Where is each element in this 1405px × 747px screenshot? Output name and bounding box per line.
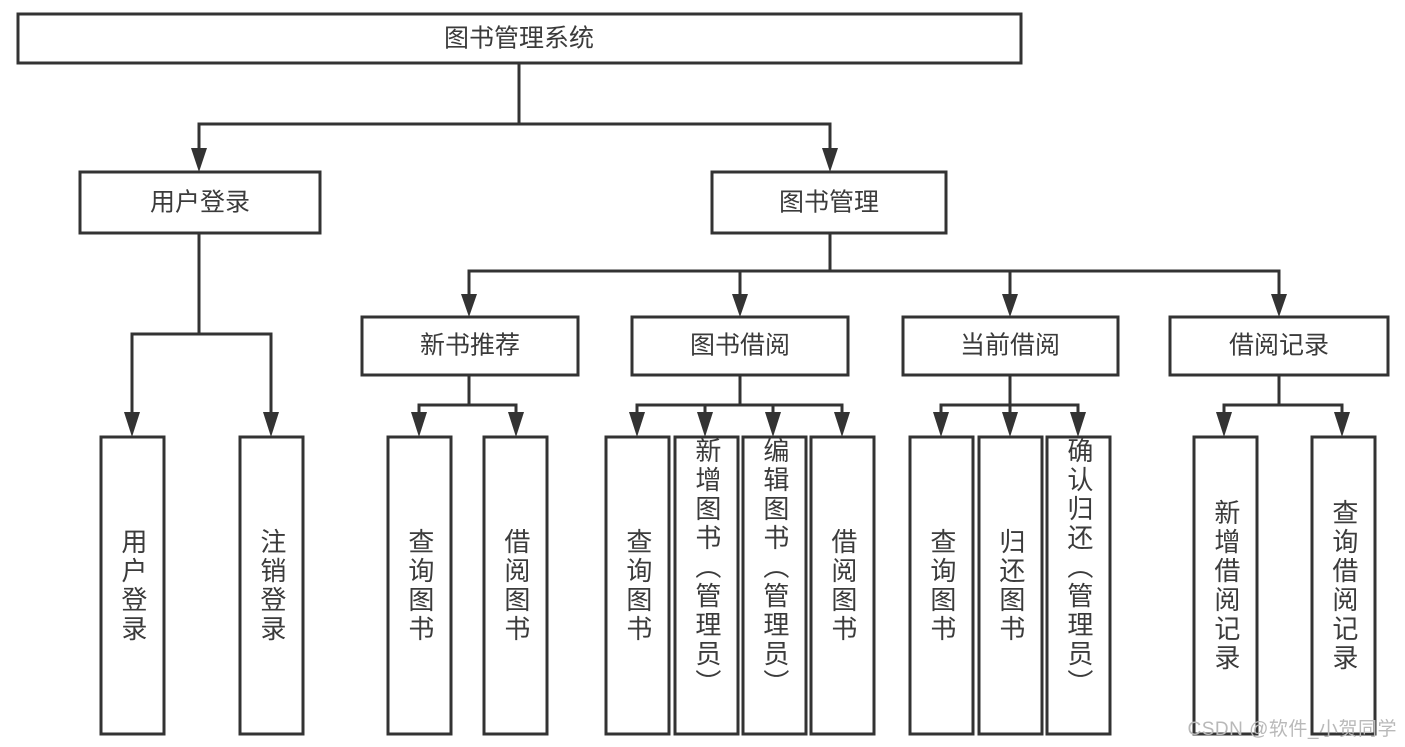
node-book-management-label: 图书管理: [779, 189, 879, 217]
leaf-box-bb-query-book[interactable]: [604, 435, 671, 736]
connector-userlogin-to-leaves: [124, 231, 279, 437]
node-book-borrow-label: 图书借阅: [690, 332, 790, 360]
leaf-box-bb-edit-book[interactable]: [741, 435, 808, 736]
node-book-borrow[interactable]: 图书借阅: [630, 315, 850, 377]
node-new-book-recommend-label: 新书推荐: [420, 332, 520, 360]
node-current-borrow[interactable]: 当前借阅: [901, 315, 1120, 377]
connector-bookmgmt-to-level3: [461, 231, 1287, 317]
connector-root-to-level2: [191, 61, 838, 172]
node-borrow-record-label: 借阅记录: [1229, 332, 1329, 360]
leaf-box-cb-confirm-return[interactable]: [1045, 435, 1112, 736]
connector-bookborrow-to-leaves: [629, 373, 850, 437]
leaf-box-bb-borrow-book[interactable]: [809, 435, 876, 736]
connector-currentborrow-to-leaves: [933, 373, 1086, 437]
leaf-box-nb-query-book[interactable]: [386, 435, 453, 736]
leaf-box-cb-return-book[interactable]: [977, 435, 1044, 736]
connector-borrowrecord-to-leaves: [1216, 373, 1350, 437]
node-root-label: 图书管理系统: [444, 25, 594, 53]
connector-newbook-to-leaves: [411, 373, 524, 437]
leaf-box-br-add-record[interactable]: [1192, 435, 1259, 736]
node-root-system[interactable]: 图书管理系统: [16, 12, 1023, 65]
csdn-watermark: CSDN @软件_小贺同学: [1187, 719, 1397, 740]
node-borrow-record[interactable]: 借阅记录: [1168, 315, 1390, 377]
leaf-box-bb-add-book[interactable]: [673, 435, 740, 736]
leaf-boxes: [99, 435, 1377, 736]
node-book-management[interactable]: 图书管理: [710, 170, 948, 235]
leaf-box-cb-query-book[interactable]: [908, 435, 975, 736]
node-current-borrow-label: 当前借阅: [960, 332, 1060, 360]
leaf-box-logout[interactable]: [238, 435, 305, 736]
leaf-box-nb-borrow-book[interactable]: [482, 435, 549, 736]
leaf-box-br-query-record[interactable]: [1310, 435, 1377, 736]
node-new-book-recommend[interactable]: 新书推荐: [360, 315, 580, 377]
node-user-login-label: 用户登录: [150, 189, 250, 217]
node-user-login[interactable]: 用户登录: [78, 170, 322, 235]
leaf-box-user-login[interactable]: [99, 435, 166, 736]
